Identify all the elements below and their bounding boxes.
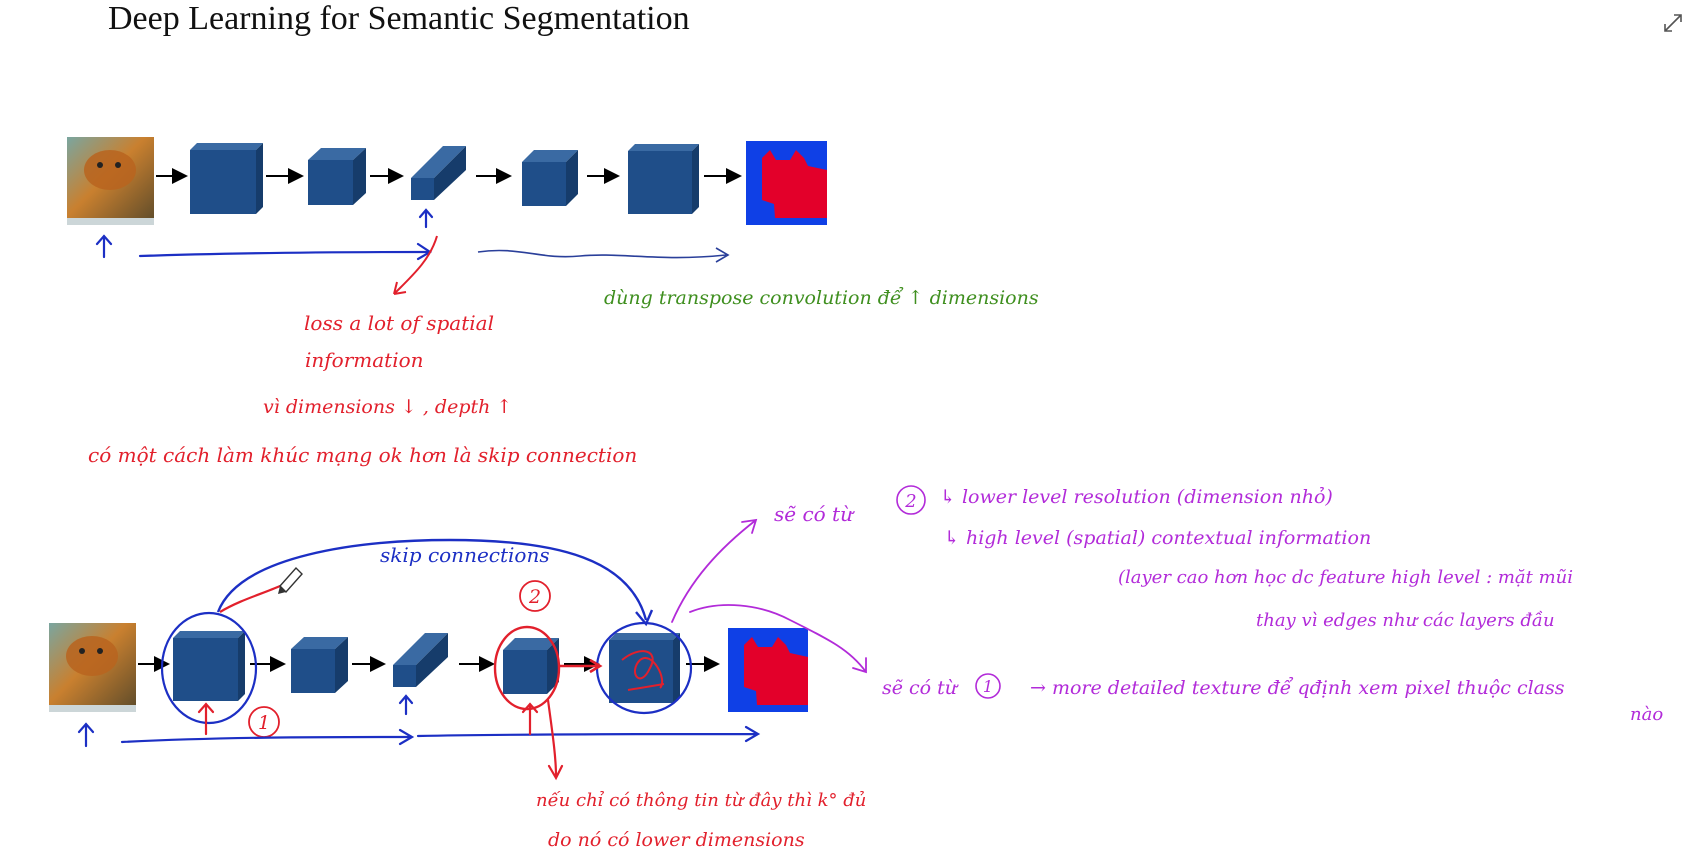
pencil-icon <box>278 566 303 594</box>
magenta-arrows <box>671 518 867 674</box>
loss-pointer-arrow <box>393 235 438 295</box>
from2-intro: sẽ có từ <box>774 502 855 526</box>
expand-icon[interactable] <box>1662 12 1684 34</box>
top-output-mask <box>746 141 827 225</box>
bottom-block-4 <box>503 638 559 694</box>
top-block-3-bottleneck <box>411 146 466 200</box>
bottom-block-5 <box>609 633 680 703</box>
from1-line1: → more detailed texture để qđịnh xem pix… <box>1030 677 1565 699</box>
bottom-block-1 <box>173 631 245 701</box>
red-link-4-to-5 <box>560 658 603 674</box>
skip-connection-arc <box>216 538 654 627</box>
loss-note-line1: loss a lot of spatial <box>304 311 494 335</box>
bottom-note-line2: do nó có lower dimensions <box>548 829 805 851</box>
bottom-red-arrows <box>197 698 564 781</box>
svg-text:2: 2 <box>528 586 541 608</box>
top-block-1 <box>190 143 263 214</box>
from2-line3: (layer cao hơn học dc feature high level… <box>1118 567 1573 588</box>
top-block-4 <box>522 150 578 206</box>
circle-number-2: 2 <box>519 580 551 612</box>
top-block-2 <box>308 148 366 205</box>
skip-red-link <box>219 584 281 613</box>
svg-text:1: 1 <box>983 677 993 696</box>
bottom-note-line1: nếu chỉ có thông tin từ đây thì k° đủ <box>536 790 866 811</box>
transpose-note: dùng transpose convolution để ↑ dimensio… <box>604 287 1039 309</box>
bottom-output-mask <box>728 628 808 712</box>
from2-line1: ↳ lower level resolution (dimension nhỏ) <box>940 486 1333 508</box>
from2-line4: thay vì edges như các layers đầu <box>1256 610 1555 631</box>
bottom-block-3-bottleneck <box>393 633 448 687</box>
loss-note-line2: information <box>305 348 424 372</box>
slide-title: Deep Learning for Semantic Segmentation <box>108 0 690 37</box>
svg-text:1: 1 <box>258 712 270 734</box>
bottom-blue-arrows <box>77 694 761 748</box>
from1-line2: nào <box>1630 704 1663 725</box>
circle-number-1: 1 <box>248 706 280 738</box>
skip-connections-label: skip connections <box>380 543 550 567</box>
top-block-5 <box>628 144 699 214</box>
from2-line2: ↳ high level (spatial) contextual inform… <box>944 527 1371 549</box>
magenta-circle-2: 2 <box>896 485 926 515</box>
better-way-note: có một cách làm khúc mạng ok hơn là skip… <box>88 443 637 467</box>
bottom-pipeline <box>49 623 808 712</box>
bottom-block-2 <box>291 637 348 693</box>
top-wavy-arrow <box>477 247 730 263</box>
magenta-circle-1: 1 <box>975 673 1001 699</box>
svg-text:2: 2 <box>904 491 916 512</box>
from1-intro: sẽ có từ <box>882 677 959 699</box>
bottom-input-cat-image <box>49 623 136 712</box>
top-input-cat-image <box>67 137 154 225</box>
top-pipeline <box>67 137 827 225</box>
dims-note: vì dimensions ↓ , depth ↑ <box>263 396 512 418</box>
circle-block-1 <box>160 611 258 725</box>
